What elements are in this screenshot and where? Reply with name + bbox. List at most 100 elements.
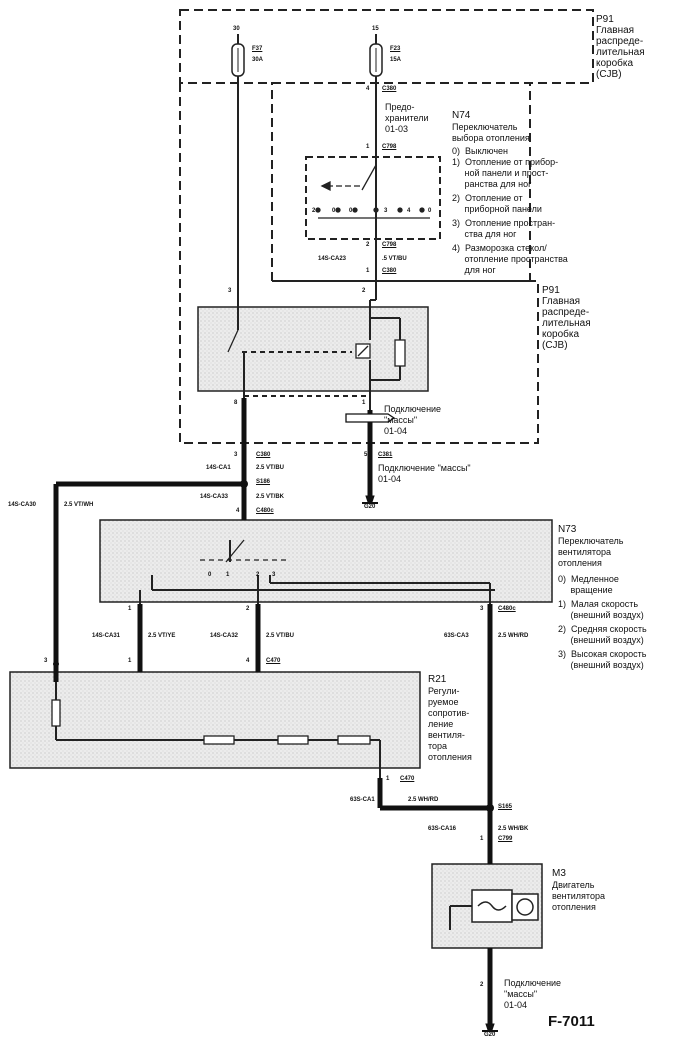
n73-code: N73 [558, 524, 577, 535]
pin-1-c798: 1 [366, 144, 370, 150]
wire-63s-ca3-spec: 2.5 WH/RD [498, 633, 529, 639]
n74-pos-4: 4 [407, 208, 411, 214]
n74-pos-0b: 0 [349, 208, 353, 214]
p91-top-line-3: лительная [596, 47, 645, 58]
m3-motor [471, 889, 539, 923]
ground-c381-line-2: 01-04 [378, 474, 402, 484]
n74-item-8: ства для ног [452, 229, 517, 239]
n73-line-3: отопления [558, 558, 602, 568]
cjb-relay-box [197, 306, 429, 392]
pin-1-cjb: 1 [362, 400, 366, 406]
n73-line-2: вентилятора [558, 547, 611, 557]
ground-motor-line-1: Подключение [504, 978, 562, 988]
n74-item-2: 1) Отопление от прибор- [452, 157, 559, 167]
fuse-f23-terminal: 15 [372, 26, 379, 32]
n74-pos-0c: 0 [428, 208, 432, 214]
r21-line-4: ление [428, 719, 454, 729]
s186-label: S186 [256, 479, 271, 485]
n74-pos-3: 3 [384, 208, 388, 214]
pin-2-c798: 2 [366, 242, 370, 248]
n74-item-9: 4) Разморозка стекол/ [452, 243, 547, 253]
fuse-f37 [231, 43, 245, 77]
n74-pos-2: 2 [312, 208, 316, 214]
fuse-note-line-3: 01-03 [385, 124, 409, 134]
n73-item-8: (внешний воздух) [558, 660, 644, 670]
figure-id: F-7011 [548, 1013, 595, 1030]
n74-switch-box [305, 156, 441, 240]
pin-3-n73: 3 [480, 606, 484, 612]
n73-switch-contacts [200, 539, 290, 563]
pin-1-r21-bottom: 1 [386, 776, 390, 782]
pin-3-c380: 3 [234, 452, 238, 458]
pin-2-m3: 2 [480, 982, 484, 988]
n74-line-1: Переключатель [452, 122, 518, 132]
fuse-note-line-1: Предо- [385, 102, 415, 112]
n73-item-7: 3) Высокая скорость [558, 649, 647, 659]
pin-2-n73: 2 [246, 606, 250, 612]
p91-top-line-2: распреде- [596, 36, 644, 47]
p91-mid-line-5: (CJB) [542, 340, 568, 351]
wire-14s-ca33-spec: 2.5 VT/BK [256, 494, 285, 500]
r21-resistors [51, 699, 371, 745]
n73-item-3: 1) Малая скорость [558, 599, 639, 609]
splices [53, 480, 494, 812]
r21-resistor-box [9, 671, 421, 769]
n74-switch-contacts [315, 164, 430, 219]
c798-top-label: C798 [382, 144, 397, 150]
c799-label: C799 [498, 836, 513, 842]
n74-item-6: приборной панели [452, 204, 542, 214]
c798-mid-label: C798 [382, 242, 397, 248]
n74-item-3: ной панели и прост- [452, 168, 549, 178]
pin-8-cjb: 8 [234, 400, 238, 406]
ground-c381-line-1: Подключение "массы" [378, 463, 471, 473]
ground-jcb-line-3: 01-04 [384, 426, 408, 436]
wire-14s-ca30: 14S-CA30 [8, 502, 37, 508]
wire-63s-ca16: 63S-CA16 [428, 826, 457, 832]
thick-wires [53, 398, 493, 1024]
n73-item-6: (внешний воздух) [558, 635, 644, 645]
wire-14s-ca23-spec: .5 VT/BU [382, 256, 407, 262]
n73-line-1: Переключатель [558, 536, 624, 546]
p91-top-code: P91 [596, 14, 614, 25]
p91-mid-line-4: коробка [542, 329, 580, 340]
n73-item-1: 0) Медленное [558, 574, 619, 584]
m3-line-3: отопления [552, 902, 596, 912]
pin-1-c380: 1 [366, 268, 370, 274]
p91-top-line-5: (CJB) [596, 69, 622, 80]
c380-low-label: C380 [256, 452, 271, 458]
pin-2-cjb: 2 [362, 288, 366, 294]
n73-sw-2: 2 [256, 572, 260, 578]
c470-bottom-label: C470 [400, 776, 415, 782]
n74-line-2: выбора отопления [452, 133, 530, 143]
n74-item-10: отопление пространства [452, 254, 568, 264]
n74-item-1: 0) Выключен [452, 146, 508, 156]
n73-item-5: 2) Средняя скорость [558, 624, 647, 634]
pin-1-c799: 1 [480, 836, 484, 842]
ground-symbols [345, 413, 498, 1032]
wire-14s-ca32-spec: 2.5 VT/BU [266, 633, 295, 639]
fuse-f23 [369, 43, 383, 77]
p91-mid-line-3: лительная [542, 318, 591, 329]
pin-1-r21: 1 [128, 658, 132, 664]
fuse-f23-rating: 15A [390, 57, 402, 63]
n73-item-4: (внешний воздух) [558, 610, 644, 620]
n73-sw-1: 1 [226, 572, 230, 578]
r21-line-1: Регули- [428, 686, 460, 696]
s165-label: S165 [498, 804, 513, 810]
c470-top-label: C470 [266, 658, 281, 664]
wire-14s-ca32: 14S-CA32 [210, 633, 239, 639]
pin-4-n73: 4 [236, 508, 240, 514]
p91-mid-box [179, 83, 539, 444]
n74-code: N74 [452, 110, 471, 121]
pin-3-r21: 3 [44, 658, 48, 664]
ground-jcb-line-2: "массы" [384, 415, 418, 425]
wire-14s-ca30-spec: 2.5 VT/WH [64, 502, 94, 508]
fuse-f37-id: F37 [252, 46, 263, 52]
p91-mid-line-2: распреде- [542, 307, 590, 318]
p91-top-line-4: коробка [596, 58, 634, 69]
pin-5-c381: 5 [364, 452, 368, 458]
c381-label: C381 [378, 452, 393, 458]
n73-sw-0: 0 [208, 572, 212, 578]
m3-code: M3 [552, 868, 566, 879]
